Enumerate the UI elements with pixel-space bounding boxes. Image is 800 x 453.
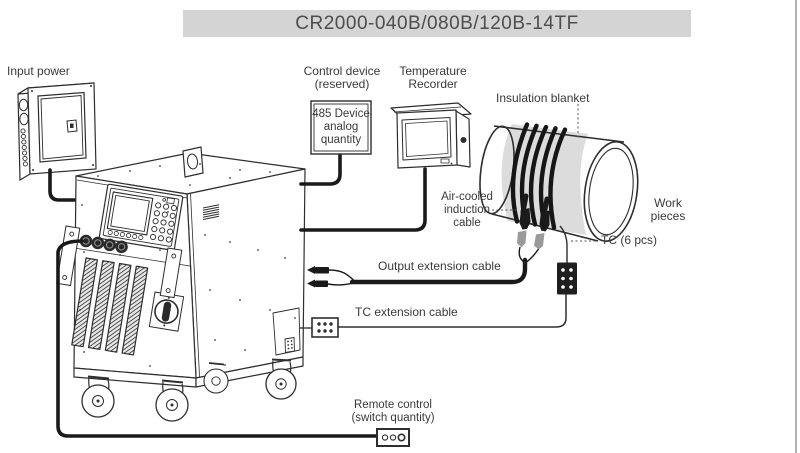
control-device-box xyxy=(310,100,372,155)
insulation-blanket-label: Insulation blanket xyxy=(496,91,590,105)
device-485-line2: analog xyxy=(323,121,359,134)
remote-control-box xyxy=(376,428,410,447)
device-485-line3: quantity xyxy=(320,134,362,147)
temperature-recorder-cable xyxy=(299,167,427,232)
control-device-label: Control device (reserved) xyxy=(291,64,393,92)
tc-extension-cable-line xyxy=(338,294,567,328)
machine-control-panel xyxy=(98,183,184,251)
tc-extension-cable-label: TC extension cable xyxy=(355,305,458,319)
machine-drawing xyxy=(56,146,306,422)
machine-vent-grilles xyxy=(71,257,149,356)
input-power-label: Input power xyxy=(7,64,70,78)
control-device-label-line2: (reserved) xyxy=(314,77,370,92)
input-power-cable xyxy=(48,168,78,202)
remote-control-label: Remote control (switch quantity) xyxy=(342,399,444,425)
air-cooled-label-line3: cable xyxy=(453,216,481,229)
device-485-line1: 485 Device xyxy=(312,108,370,120)
remote-control-label-line2: (switch quantity) xyxy=(351,411,435,424)
temperature-recorder-label: Temperature Recorder xyxy=(386,64,480,92)
remote-control-label-line1: Remote control xyxy=(354,399,432,411)
machine-power-switch xyxy=(148,291,185,332)
leader-lines xyxy=(492,104,597,242)
tc-connector-block xyxy=(557,262,577,295)
work-pieces-label-line1: Work xyxy=(654,196,682,210)
temperature-recorder-device xyxy=(390,102,472,169)
machine-front-connectors xyxy=(79,234,128,254)
remote-control-cable xyxy=(56,239,379,438)
input-power-panel-drawing xyxy=(17,82,97,182)
work-pieces-label-line2: pieces xyxy=(650,209,686,224)
caster-wheels xyxy=(81,358,297,422)
induction-cable-connectors xyxy=(517,193,550,263)
air-cooled-label-line2: induction xyxy=(443,203,491,216)
tc-extension-connector-block xyxy=(311,317,339,338)
tc-count-label: TC (6 pcs) xyxy=(601,233,658,247)
work-piece-cylinder xyxy=(479,122,639,242)
page-edge-line xyxy=(795,0,797,453)
device-485-box-label: 485 Device analog quantity xyxy=(311,108,371,148)
output-extension-cable-label: Output extension cable xyxy=(378,259,501,273)
air-cooled-cable-label: Air-cooled induction cable xyxy=(437,191,497,230)
work-pieces-label: Work pieces xyxy=(639,196,697,224)
control-device-label-line1: Control device xyxy=(303,64,381,78)
model-title-banner: CR2000-040B/080B/120B-14TF xyxy=(183,10,691,37)
control-device-cable xyxy=(299,152,342,186)
temperature-recorder-label-line2: Recorder xyxy=(408,77,458,92)
air-cooled-label-line1: Air-cooled xyxy=(441,191,493,203)
tc-wiring xyxy=(300,225,577,338)
output-extension-cable-drawing xyxy=(307,257,528,288)
temperature-recorder-label-line1: Temperature xyxy=(399,64,467,78)
